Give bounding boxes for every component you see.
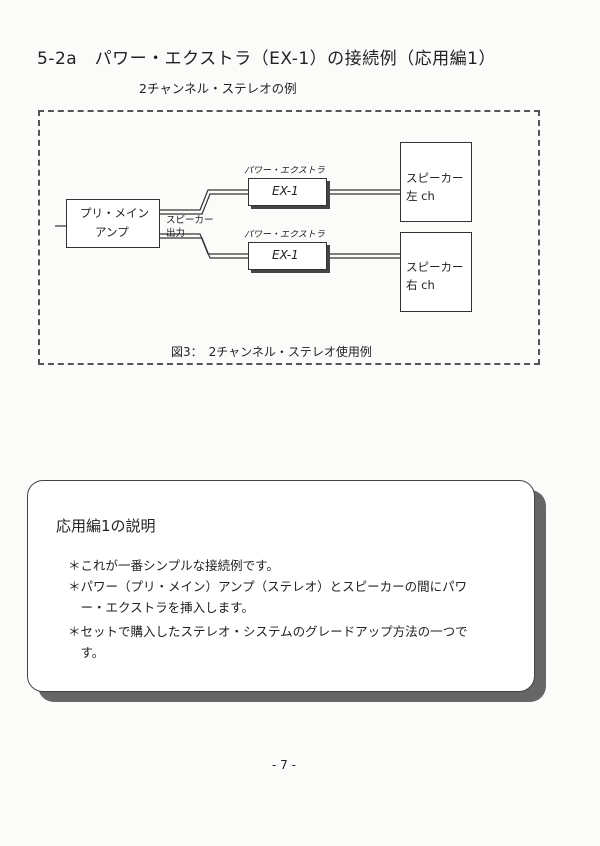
info-bullet: ＊パワー（プリ・メイン）アンプ（ステレオ）とスピーカーの間にパワ	[68, 579, 468, 594]
amplifier-label-line1: プリ・メイン	[80, 206, 149, 220]
info-bullet: ＊これが一番シンプルな接続例です。	[68, 558, 279, 573]
amplifier-box	[66, 199, 160, 248]
speaker-output-label-line1: スピーカー	[166, 215, 214, 226]
info-bullet: ＊セットで購入したステレオ・システムのグレードアップ方法の一つで	[68, 624, 468, 639]
speaker-output-label-line2: 出力	[166, 228, 186, 239]
speaker-right-label-line2: 右 ch	[406, 278, 435, 292]
page-number: - 7 -	[272, 758, 296, 772]
speaker-left-label-line2: 左 ch	[406, 189, 435, 203]
speaker-right-label-line1: スピーカー	[406, 260, 464, 274]
info-bullet: ー・エクストラを挿入します。	[68, 600, 254, 615]
ex1-label-top: EX-1	[272, 184, 299, 198]
figure-frame	[38, 110, 540, 365]
power-extra-label-top: パワー・エクストラ	[244, 166, 325, 176]
figure-caption: 図3： 2チャンネル・ステレオ使用例	[171, 345, 372, 359]
ex1-box-bottom	[248, 242, 327, 270]
speaker-right-box	[400, 232, 472, 312]
power-extra-label-bottom: パワー・エクストラ	[244, 230, 325, 240]
speaker-left-label-line1: スピーカー	[406, 171, 464, 185]
section-title: 5-2a パワー・エクストラ（EX-1）の接続例（応用編1）	[37, 49, 496, 69]
speaker-left-box	[400, 142, 472, 222]
info-box	[27, 480, 535, 692]
amplifier-label-line2: アンプ	[95, 225, 129, 239]
info-title: 応用編1の説明	[56, 517, 156, 535]
ex1-label-bottom: EX-1	[272, 248, 299, 262]
section-subtitle: 2チャンネル・ステレオの例	[139, 81, 297, 96]
ex1-box-top	[248, 178, 327, 206]
info-bullet: す。	[68, 645, 105, 660]
